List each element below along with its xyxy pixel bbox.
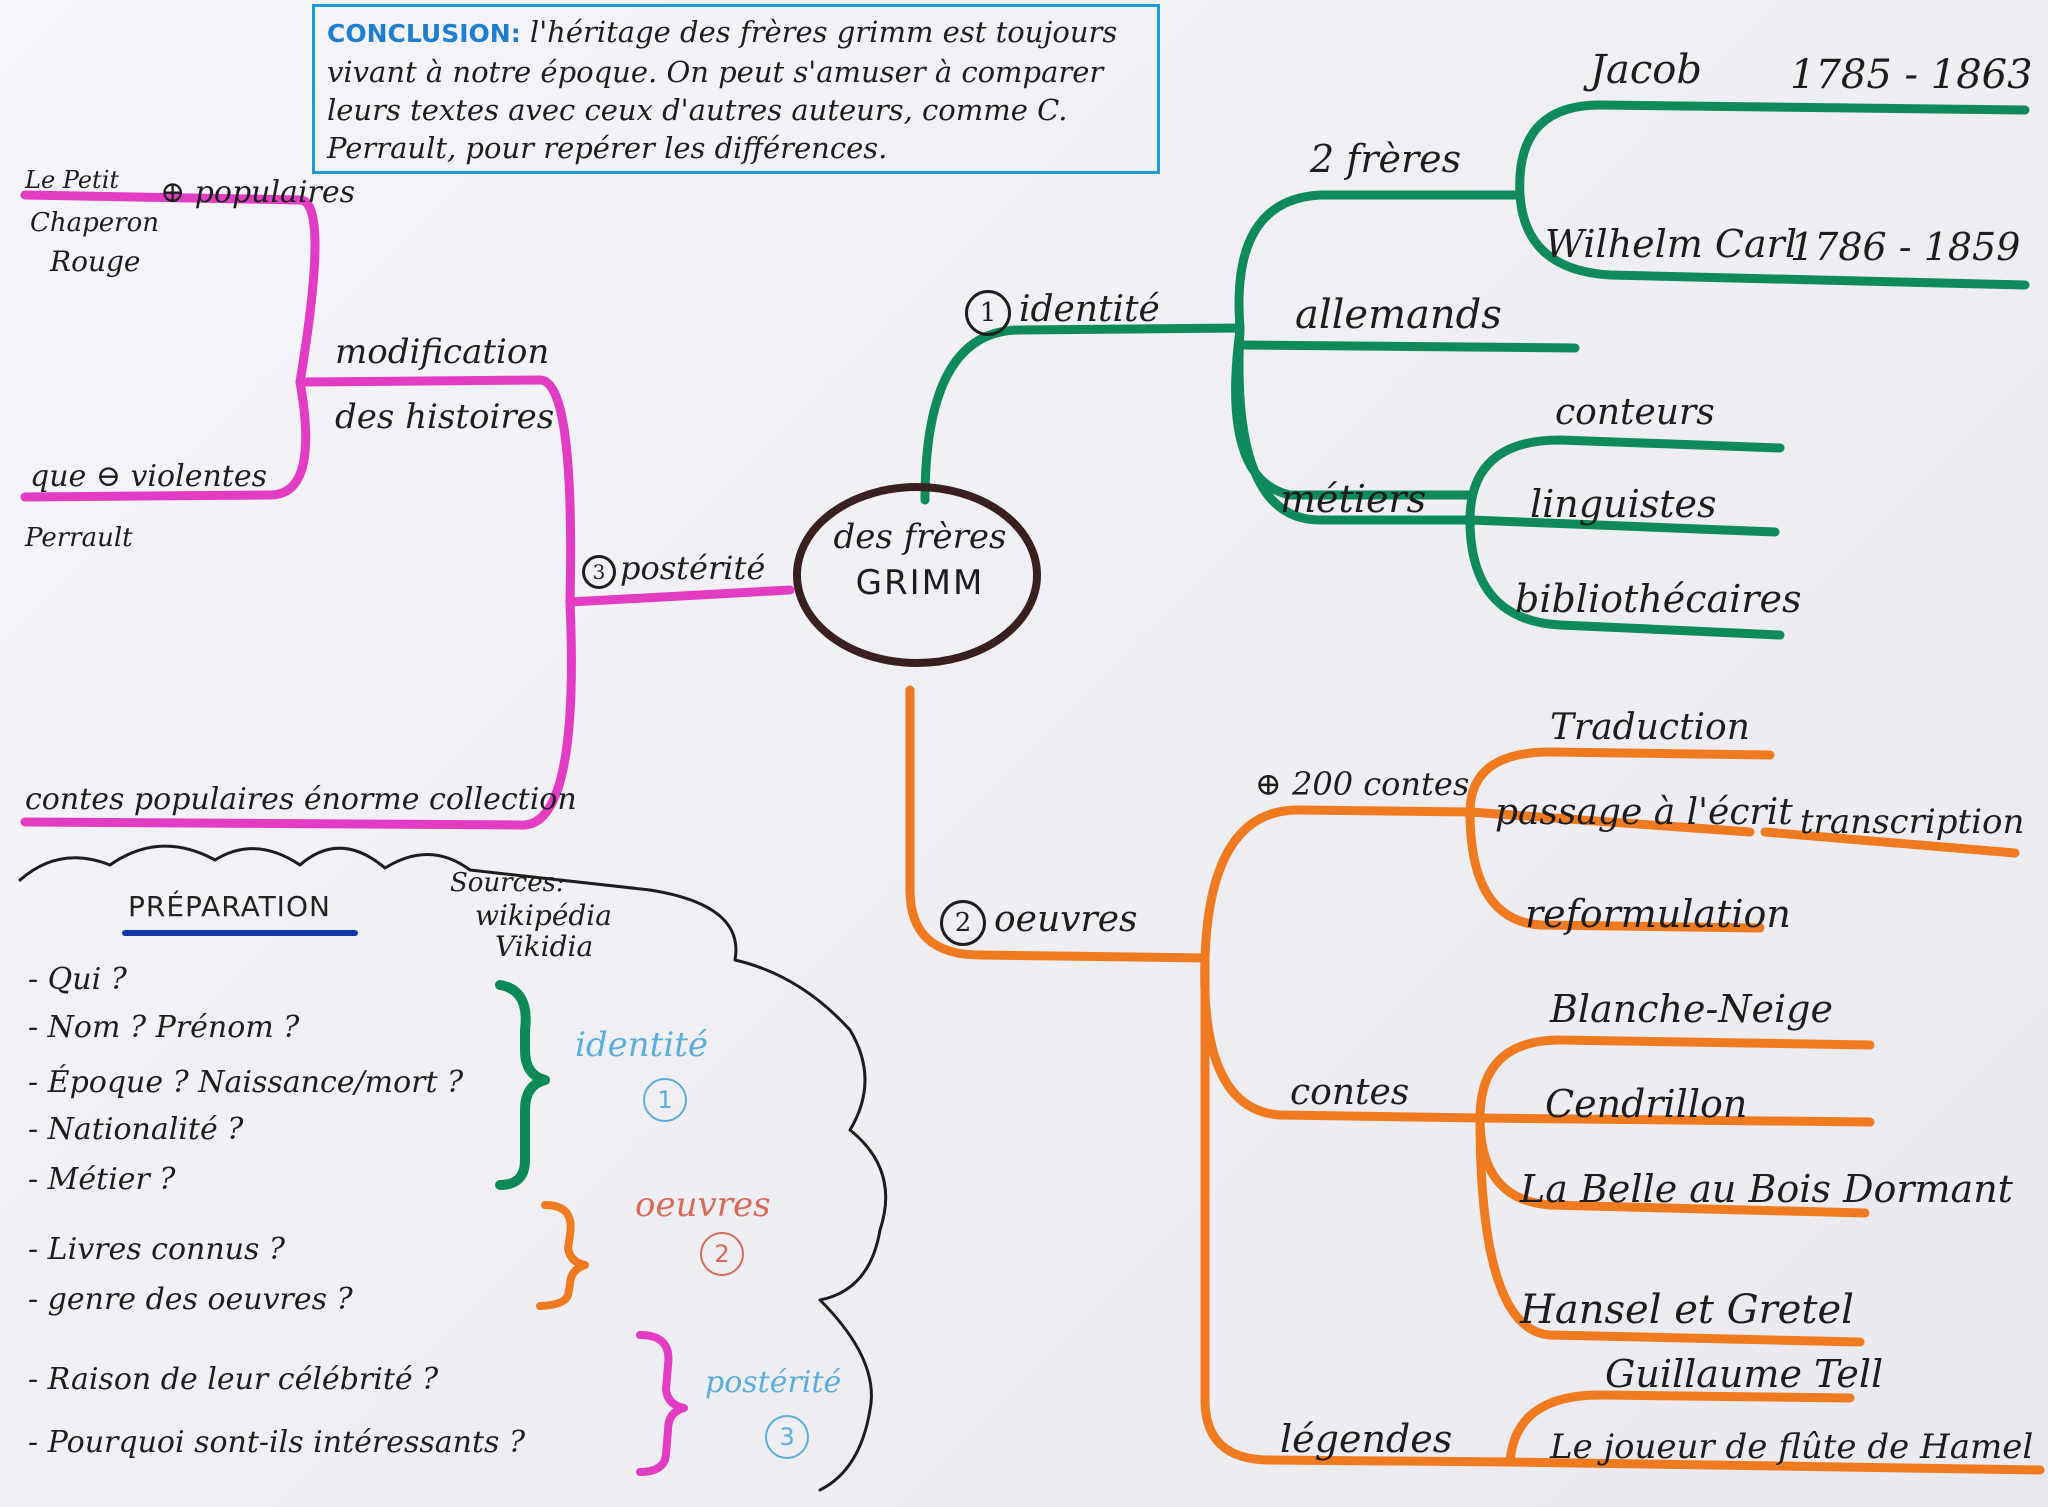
modification-line1: modification: [335, 332, 550, 372]
metier-item: bibliothécaires: [1515, 577, 1802, 621]
identite-brace: [495, 980, 550, 1190]
preparation-question: - Nationalité ?: [28, 1112, 244, 1147]
oeuvre-item: passage à l'écrit: [1495, 792, 1793, 833]
posterite-text: postérité: [620, 549, 766, 587]
legendes-label: légendes: [1280, 1417, 1453, 1461]
group-oeuvres-label: oeuvres: [635, 1185, 771, 1225]
conte-item: Hansel et Gretel: [1520, 1287, 1854, 1333]
group-posterite-number: 3: [765, 1415, 809, 1459]
oeuvres-brace: [536, 1201, 589, 1310]
center-node-outline: [793, 483, 1041, 667]
preparation-question: - Qui ?: [28, 962, 127, 997]
plus200-label: ⊕ 200 contes: [1255, 765, 1470, 803]
preparation-cloud: [18, 844, 888, 1492]
center-line2: GRIMM: [855, 563, 985, 603]
sources-label: Sources:: [450, 868, 565, 898]
oeuvre-item: Traduction: [1550, 707, 1750, 748]
violentes-label: que ⊖ violentes: [30, 459, 267, 494]
posterite-branch-lines: [20, 190, 795, 830]
oeuvres-number: 2: [940, 900, 986, 946]
allemands-label: allemands: [1295, 292, 1502, 338]
oeuvres-branch-lines: [905, 685, 2045, 1475]
conclusion-heading: CONCLUSION:: [327, 19, 521, 48]
preparation-question: - Métier ?: [28, 1162, 176, 1197]
legende-item: Le joueur de flûte de Hamel: [1550, 1427, 2034, 1467]
preparation-question: - Nom ? Prénom ?: [28, 1010, 300, 1045]
transcription-label: transcription: [1800, 802, 2025, 842]
preparation-question: - Pourquoi sont-ils intéressants ?: [28, 1425, 526, 1460]
metiers-label: métiers: [1280, 477, 1427, 521]
jacob-name: Jacob: [1590, 47, 1702, 93]
center-line1: des frères: [833, 517, 1007, 557]
group-posterite-label: postérité: [705, 1365, 842, 1400]
legende-item: Guillaume Tell: [1605, 1352, 1884, 1396]
conclusion-box: CONCLUSION: l'héritage des frères grimm …: [312, 4, 1160, 174]
contes-label: contes: [1290, 1072, 1410, 1113]
preparation-question: - Raison de leur célébrité ?: [28, 1362, 439, 1397]
group-identite-label: identité: [575, 1025, 708, 1065]
metier-item: conteurs: [1555, 392, 1715, 433]
identite-text: identité: [1019, 289, 1160, 330]
conte-item: Blanche-Neige: [1550, 987, 1833, 1031]
conte-item: La Belle au Bois Dormant: [1520, 1167, 2013, 1211]
preparation-question: - genre des oeuvres ?: [28, 1282, 353, 1317]
identite-number: 1: [965, 290, 1011, 336]
posterite-brace: [636, 1331, 688, 1476]
collection-label: contes populaires énorme collection: [25, 782, 577, 817]
oeuvre-item: reformulation: [1525, 892, 1791, 936]
conte-item: Cendrillon: [1545, 1082, 1748, 1126]
petit-chaperon-line2: Chaperon: [30, 208, 159, 238]
wilhelm-name: Wilhelm Carl: [1545, 222, 1797, 266]
posterite-number: 3: [582, 555, 616, 589]
source-item: wikipédia: [475, 899, 612, 932]
preparation-question: - Livres connus ?: [28, 1232, 286, 1267]
center-node: des frères GRIMM: [805, 520, 1035, 600]
populaires-label: ⊕ populaires: [160, 175, 356, 210]
preparation-question: - Époque ? Naissance/mort ?: [28, 1065, 464, 1100]
jacob-dates: 1785 - 1863: [1790, 52, 2033, 98]
wilhelm-dates: 1786 - 1859: [1790, 225, 2021, 269]
oeuvres-text: oeuvres: [994, 899, 1138, 940]
freres-label: 2 frères: [1310, 137, 1462, 181]
modification-line2: des histoires: [335, 397, 555, 437]
group-identite-number: 1: [643, 1078, 687, 1122]
identite-branch-lines: [920, 100, 2030, 640]
perrault-label: Perrault: [25, 523, 133, 553]
conclusion-text: l'héritage des frères grimm est toujours…: [327, 15, 1118, 165]
metier-item: linguistes: [1530, 482, 1717, 526]
group-oeuvres-number: 2: [700, 1232, 744, 1276]
petit-chaperon-line3: Rouge: [50, 245, 141, 278]
preparation-title: PRÉPARATION: [128, 890, 331, 923]
petit-chaperon-line1: Le Petit: [25, 166, 120, 194]
source-item: Vikidia: [495, 930, 594, 963]
